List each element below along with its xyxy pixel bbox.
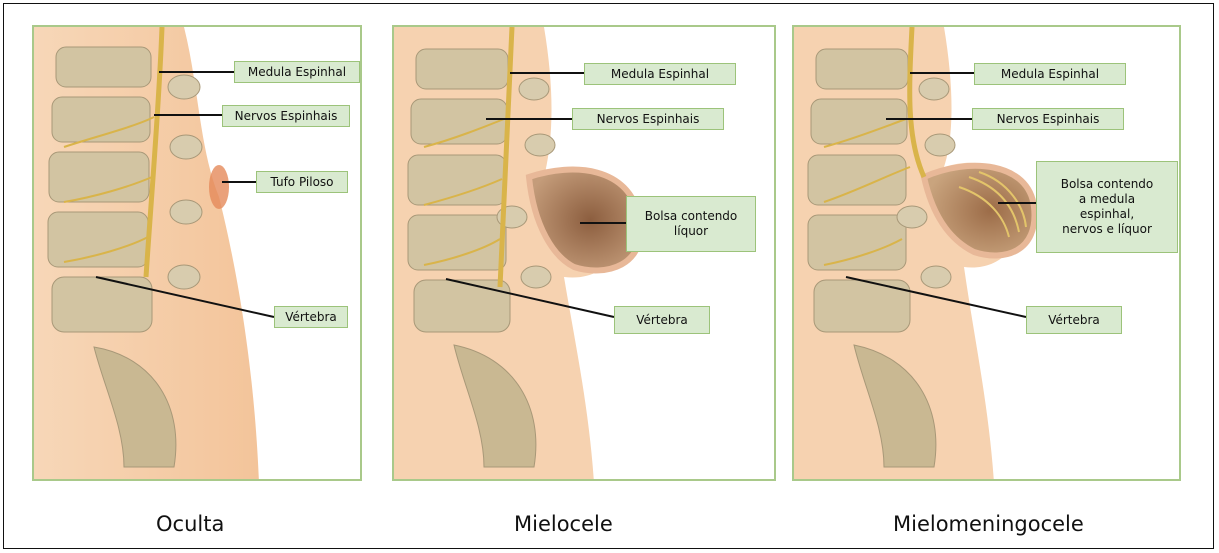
label-vertebra: Vértebra: [614, 306, 710, 334]
label-hair-tuft: Tufo Piloso: [256, 171, 348, 193]
spine-illustration-mielomeningocele: [794, 27, 1181, 481]
figure-frame: Medula Espinhal Nervos Espinhais Tufo Pi…: [3, 3, 1214, 549]
panel-mielomeningocele: Medula Espinhal Nervos Espinhais Bolsa c…: [792, 25, 1181, 481]
label-cord-sac: Bolsa contendo a medula espinhal, nervos…: [1036, 161, 1178, 253]
label-spinal-nerves: Nervos Espinhais: [222, 105, 350, 127]
hair-tuft-mark: [209, 165, 229, 209]
panel-mielocele: Medula Espinhal Nervos Espinhais Bolsa c…: [392, 25, 776, 481]
spine-illustration-oculta: [34, 27, 362, 481]
label-spinal-cord: Medula Espinhal: [974, 63, 1126, 85]
caption-oculta: Oculta: [156, 512, 224, 536]
label-spinal-cord: Medula Espinhal: [584, 63, 736, 85]
label-spinal-nerves: Nervos Espinhais: [972, 108, 1124, 130]
caption-mielocele: Mielocele: [514, 512, 613, 536]
label-spinal-cord: Medula Espinhal: [234, 61, 360, 83]
label-vertebra: Vértebra: [1026, 306, 1122, 334]
caption-mielomeningocele: Mielomeningocele: [893, 512, 1084, 536]
label-spinal-nerves: Nervos Espinhais: [572, 108, 724, 130]
panel-oculta: Medula Espinhal Nervos Espinhais Tufo Pi…: [32, 25, 362, 481]
label-csf-sac: Bolsa contendo líquor: [626, 196, 756, 252]
label-vertebra: Vértebra: [274, 306, 348, 328]
spine-illustration-mielocele: [394, 27, 776, 481]
